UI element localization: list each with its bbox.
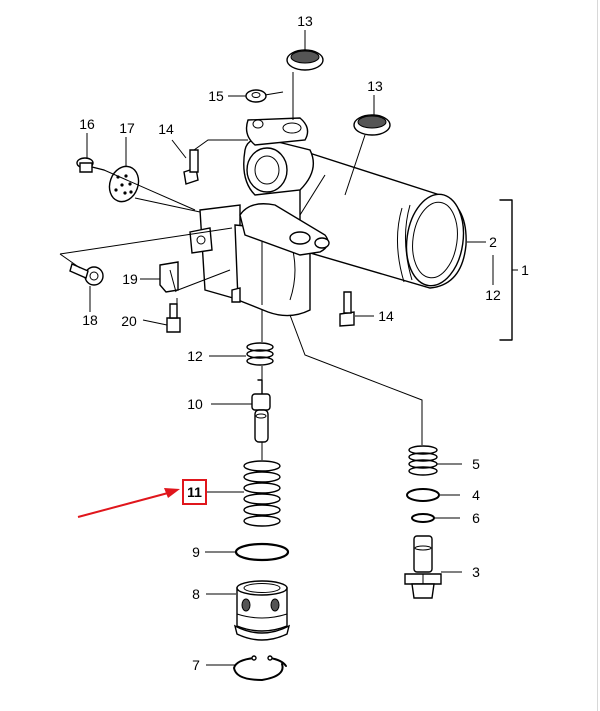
o-ring-6 [411,513,435,523]
callout-12-right: 12 [485,287,501,303]
callout-labels: 13 13 15 16 17 14 2 12 1 19 18 20 14 12 … [79,13,529,673]
bolt-20 [166,303,181,333]
valve-piston-10 [251,379,271,443]
red-arrow [77,492,169,518]
bolt-14-lower [339,291,355,327]
callout-9: 9 [192,544,200,560]
seal-ring-13-top [286,49,324,71]
sleeve-8 [233,580,291,641]
callout-7: 7 [192,657,200,673]
spring-12 [246,342,274,366]
callout-19: 19 [122,271,138,287]
red-arrow-head-icon [164,488,180,498]
washer-4 [406,488,440,502]
callout-18: 18 [82,312,98,328]
callout-17: 17 [119,120,135,136]
page-edge [597,0,598,711]
bracket-19 [159,261,179,293]
callout-14-upper: 14 [158,121,174,137]
seal-ring-13-right [353,114,391,136]
banjo-bolt-18 [69,263,104,286]
bolt-14-upper [183,149,199,185]
o-ring-9 [234,542,290,562]
callout-3: 3 [472,564,480,580]
circlip-7 [233,655,287,681]
callout-15: 15 [208,88,224,104]
callout-5: 5 [472,456,480,472]
highlight-annotation [77,479,207,518]
perforated-disc-17 [108,165,140,203]
callout-12-spring: 12 [187,348,203,364]
callout-2: 2 [489,234,497,250]
callout-20: 20 [121,313,137,329]
callout-8: 8 [192,586,200,602]
callout-14-lower: 14 [378,308,394,324]
spring-5 [408,445,438,476]
callout-16: 16 [79,116,95,132]
callout-10: 10 [187,396,203,412]
callout-13-top: 13 [297,13,313,29]
nut-15 [245,89,267,103]
callout-4: 4 [472,487,480,503]
fitting-3 [404,535,442,599]
callout-13-right: 13 [367,78,383,94]
assembly-lines [59,72,423,460]
spring-11 [243,460,281,527]
highlight-box [182,479,207,505]
callout-11: 11 [187,484,202,500]
callout-6: 6 [472,510,480,526]
filter-housing [189,117,467,317]
callout-1: 1 [521,262,529,278]
callout-leaders [86,30,494,666]
screw-16 [76,157,105,173]
group-bracket-1 [499,199,518,341]
